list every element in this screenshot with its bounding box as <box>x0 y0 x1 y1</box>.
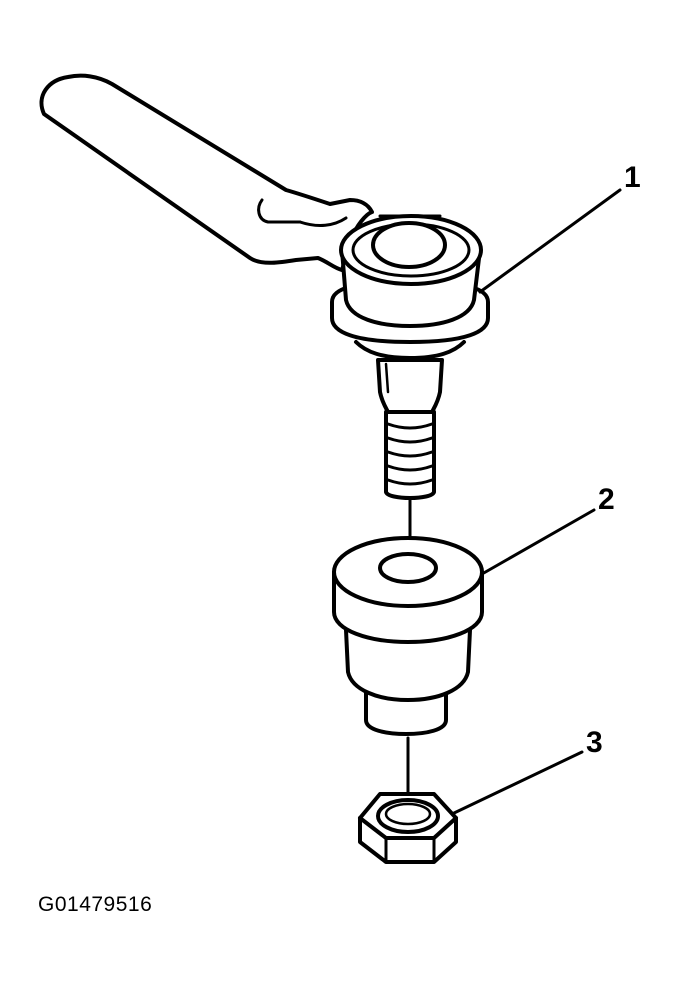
leader-line-3 <box>452 752 582 814</box>
leader-line-1 <box>480 190 620 292</box>
figure-id-label: G01479516 <box>38 893 153 916</box>
hex-nut <box>360 794 456 862</box>
leader-line-2 <box>482 510 594 574</box>
callout-2: 2 <box>598 483 615 516</box>
callout-1: 1 <box>624 161 641 194</box>
tie-rod-arm <box>41 76 372 270</box>
tie-rod-end <box>332 216 488 498</box>
callout-3: 3 <box>586 726 603 759</box>
bushing <box>334 538 482 734</box>
